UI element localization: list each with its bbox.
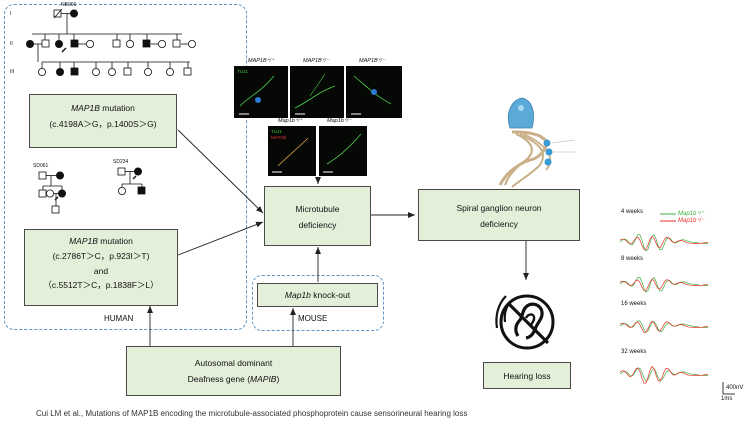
- abr-trace-3-het: [619, 320, 709, 333]
- abr-trace-4-het: [619, 365, 709, 384]
- micrograph-label-1: MAP1B⁺/⁺: [248, 58, 274, 64]
- abr-trace-4-wt: [619, 367, 709, 382]
- micrograph-1-stain: TUJ1: [237, 69, 248, 74]
- micrograph-4-stain-1: TUJ1: [271, 129, 282, 134]
- spiral-ganglion-illustration: [498, 97, 576, 188]
- abr-scale-voltage: 400nV: [726, 385, 744, 391]
- abr-trace-2-het: [619, 278, 709, 291]
- abr-scale-time: 1ms: [721, 396, 733, 402]
- mutation-2-variant-a: (c.2786T＞C，p.923I＞T): [52, 251, 150, 262]
- abr-week-label-1: 4 weeks: [621, 209, 644, 215]
- autosomal-line2: Deafness gene (MAPIB): [187, 374, 280, 385]
- generation-label-iii: III: [10, 69, 15, 75]
- micrograph-2: [290, 66, 344, 118]
- micrograph-label-3: MAP1B⁺/⁻: [359, 58, 385, 64]
- micrograph-4-stain-2: MAP1B: [271, 135, 287, 140]
- sgn-line1: Spiral ganglion neuron: [456, 203, 542, 213]
- micrograph-3: [346, 66, 402, 118]
- generation-label-ii: II: [10, 41, 13, 47]
- citation: Cui LM et al., Mutations of MAP1B encodi…: [36, 409, 468, 418]
- microtubule-deficiency-box: Microtubule deficiency: [264, 186, 371, 246]
- mutation-2-and: and: [93, 265, 109, 276]
- mutation-2-title: MAP1B mutation: [69, 236, 133, 246]
- pedigree-sd061: [38, 171, 67, 214]
- micrograph-label-4: Map1b⁺/⁺: [278, 118, 303, 124]
- mutation-1-variant: (c.4198A＞G，p.1400S＞G): [49, 119, 157, 130]
- abr-week-label-3: 16 weeks: [621, 301, 647, 307]
- family1-id: NB066: [61, 2, 77, 8]
- family2-id: SD061: [33, 163, 49, 169]
- arrow-human1-to-microtubule: [177, 129, 264, 214]
- hearing-loss-box: Hearing loss: [483, 362, 571, 389]
- micrograph-1: TUJ1: [234, 66, 288, 118]
- legend-het-label: Map1b⁺/⁻: [678, 218, 705, 224]
- legend-wt-label: Map1b⁺/⁺: [678, 211, 705, 217]
- micrograph-5: [319, 126, 367, 176]
- generation-label-i: I: [10, 11, 12, 17]
- arrow-human2-to-microtubule: [177, 221, 264, 256]
- human-group-box: [4, 4, 247, 330]
- human-label: HUMAN: [104, 314, 134, 323]
- deaf-ear-icon: [495, 294, 555, 350]
- microtubule-line2: deficiency: [298, 220, 337, 231]
- pedigree-sd234: [117, 167, 146, 195]
- sgn-deficiency-box: Spiral ganglion neuron deficiency: [418, 189, 580, 241]
- microtubule-line1: Microtubule: [295, 204, 340, 214]
- abr-trace-2-wt: [619, 276, 709, 293]
- human-mutation-box-1: MAP1B mutation (c.4198A＞G，p.1400S＞G): [29, 94, 177, 148]
- abr-trace-3-wt: [619, 320, 709, 333]
- mutation-2-variant-b: （c.5512T＞C，p.1838F＞L）: [43, 279, 159, 290]
- autosomal-line1: Autosomal dominant: [194, 358, 273, 368]
- abr-scale-bar: [722, 382, 735, 395]
- abr-trace-1-het: [619, 235, 709, 250]
- mutation-1-title: MAP1B mutation: [71, 103, 135, 113]
- abr-week-label-2: 8 weeks: [621, 256, 644, 262]
- abr-week-label-4: 32 weeks: [621, 349, 647, 355]
- pedigree-nb066: [25, 8, 196, 77]
- micrograph-4: TUJ1 MAP1B: [268, 126, 316, 176]
- family3-id: SD234: [113, 159, 129, 165]
- abr-trace-1-wt: [619, 234, 709, 252]
- human-mutation-box-2: MAP1B mutation (c.2786T＞C，p.923I＞T) and …: [24, 229, 178, 306]
- abr-traces: [619, 234, 709, 384]
- map1b-knockout-box: Map1b knock-out: [257, 283, 378, 307]
- mouse-label: MOUSE: [298, 314, 328, 323]
- sgn-line2: deficiency: [480, 219, 518, 230]
- micrograph-label-5: Map1b⁺/⁻: [327, 118, 352, 124]
- autosomal-dominant-box: Autosomal dominant Deafness gene (MAPIB): [126, 346, 341, 396]
- micrograph-label-2: MAP1B⁺/⁻: [303, 58, 329, 64]
